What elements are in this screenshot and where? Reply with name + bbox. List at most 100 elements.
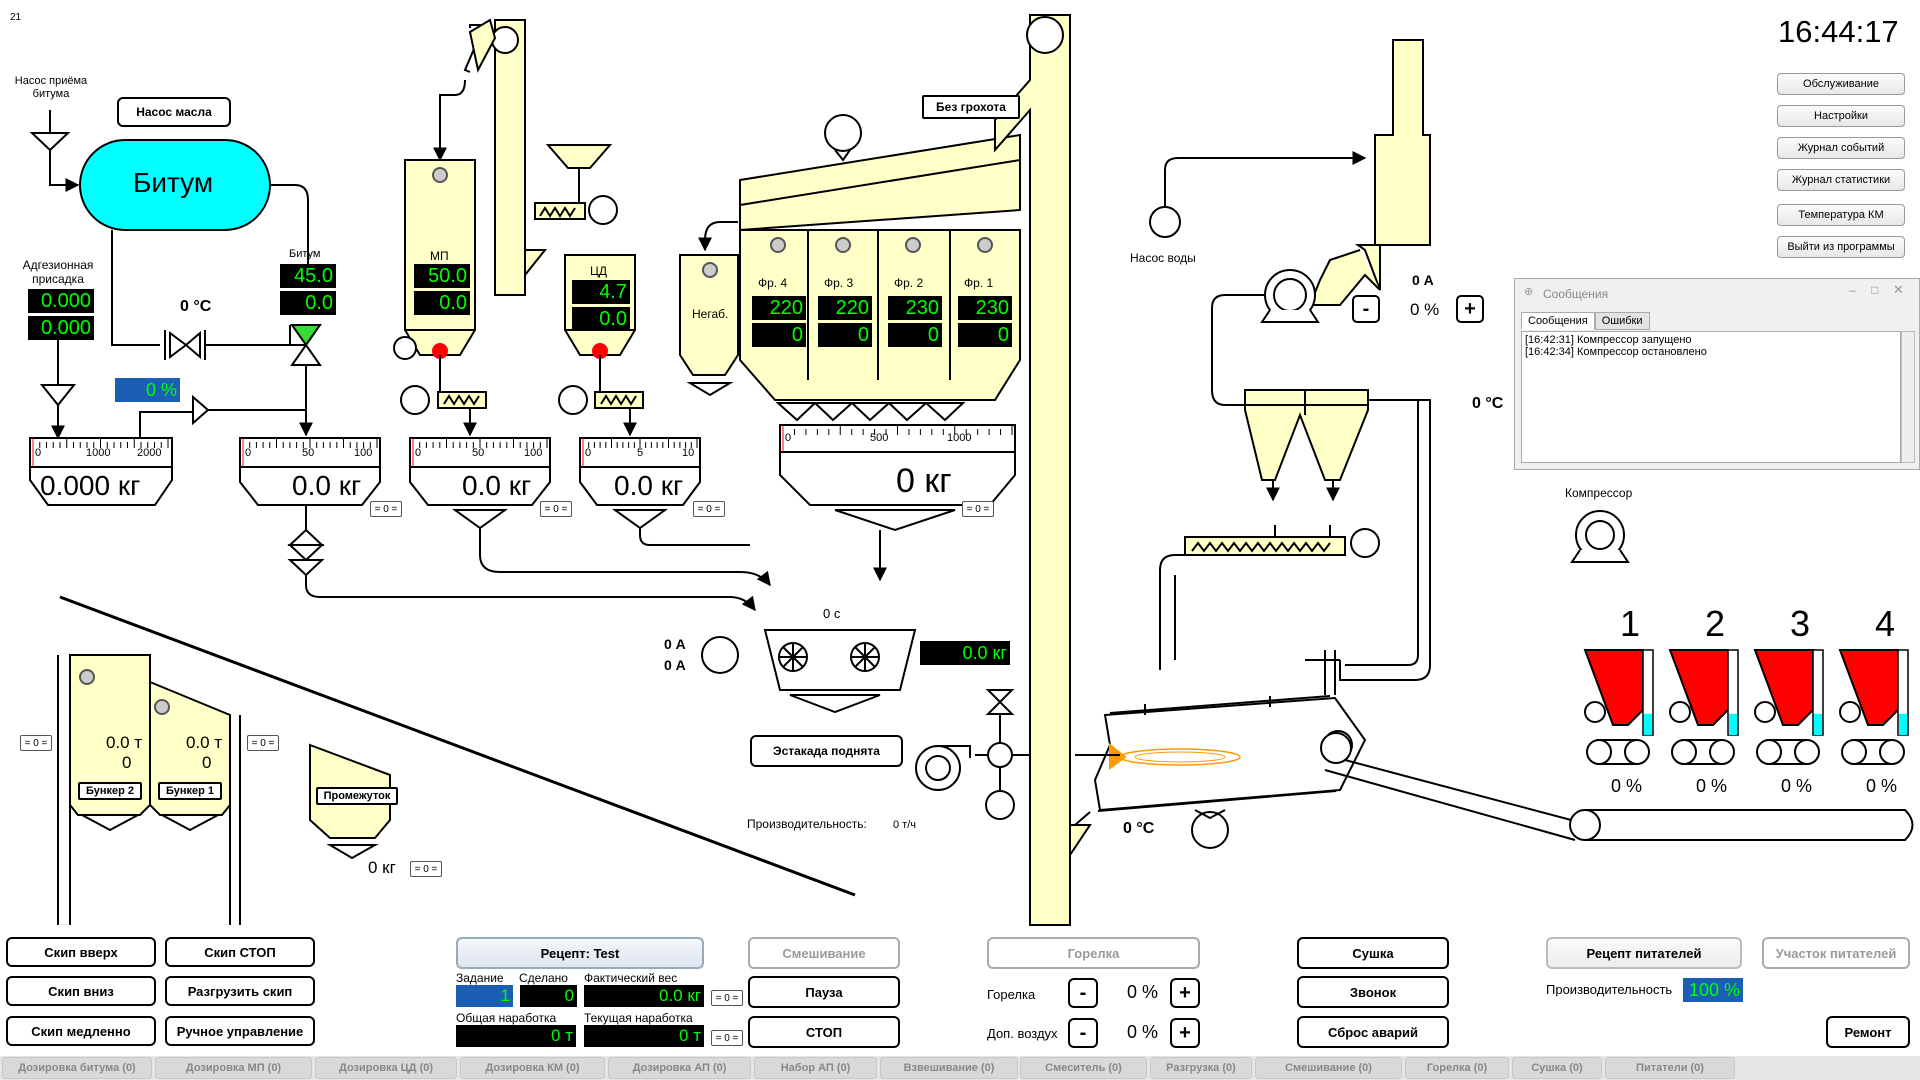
service-button[interactable]: Обслуживание: [1777, 73, 1905, 95]
cd-eq[interactable]: = 0 =: [693, 501, 725, 517]
status-tab[interactable]: Дозировка МП (0): [155, 1057, 312, 1079]
fraction-act: 0: [888, 323, 942, 347]
status-tab[interactable]: Горелка (0): [1405, 1057, 1509, 1079]
status-tab[interactable]: Взвешивание (0): [880, 1057, 1018, 1079]
cd-set[interactable]: 4.7: [572, 280, 630, 304]
burner-decrease-button[interactable]: -: [1068, 978, 1098, 1008]
mixer-weight: 0.0 кг: [920, 641, 1010, 665]
recipe-eq-2[interactable]: = 0 =: [711, 1030, 743, 1046]
km-weight: 0 кг: [896, 462, 952, 500]
feeder-productivity-label: Производительность: [1546, 982, 1673, 997]
maximize-icon[interactable]: □: [1871, 283, 1879, 297]
additive-set[interactable]: 0.000: [28, 289, 94, 313]
mixing-button[interactable]: Смешивание: [748, 937, 900, 969]
settings-button[interactable]: Настройки: [1777, 105, 1905, 127]
skip-down-button[interactable]: Скип вниз: [6, 976, 156, 1006]
intermediate-button[interactable]: Промежуток: [316, 787, 398, 805]
bunker-2-button[interactable]: Бункер 2: [78, 782, 142, 800]
status-tab[interactable]: Дозировка КМ (0): [460, 1057, 605, 1079]
exit-program-button[interactable]: Выйти из программы: [1777, 236, 1905, 258]
fraction-set[interactable]: 220: [818, 296, 872, 320]
mp-set[interactable]: 50.0: [414, 264, 470, 288]
feeder-roller: [1709, 739, 1735, 765]
window-title: Сообщения: [1543, 287, 1609, 301]
minimize-icon[interactable]: –: [1849, 283, 1856, 297]
done-label: Сделано: [519, 971, 568, 985]
scrollbar[interactable]: [1901, 331, 1915, 463]
status-tab[interactable]: Смешивание (0): [1255, 1057, 1402, 1079]
skip-slow-button[interactable]: Скип медленно: [6, 1016, 156, 1046]
close-icon[interactable]: ✕: [1893, 282, 1904, 297]
reset-alarms-button[interactable]: Сброс аварий: [1297, 1016, 1449, 1048]
status-tab[interactable]: Дозировка АП (0): [608, 1057, 751, 1079]
burner-button[interactable]: Горелка: [987, 937, 1200, 969]
additive-weight: 0.000 кг: [40, 470, 141, 501]
air-increase-button[interactable]: +: [1170, 1018, 1200, 1048]
event-log-button[interactable]: Журнал событий: [1777, 137, 1905, 159]
bitumen-set[interactable]: 45.0: [280, 264, 336, 288]
status-tab[interactable]: Сушка (0): [1512, 1057, 1602, 1079]
skip-up-button[interactable]: Скип вверх: [6, 937, 156, 967]
status-tab[interactable]: Набор АП (0): [754, 1057, 877, 1079]
repair-button[interactable]: Ремонт: [1826, 1016, 1910, 1048]
bitumen-temp: 0 °C: [180, 298, 212, 315]
km-eq[interactable]: = 0 =: [962, 501, 994, 517]
intermediate-eq[interactable]: = 0 =: [410, 861, 442, 877]
no-screen-button[interactable]: Без грохота: [922, 95, 1020, 119]
trestle-raised-button[interactable]: Эстакада поднята: [750, 735, 903, 767]
bell-button[interactable]: Звонок: [1297, 976, 1449, 1008]
recipe-eq-1[interactable]: = 0 =: [711, 990, 743, 1006]
oil-pump-button[interactable]: Насос масла: [117, 97, 231, 127]
exhaust-increase-button[interactable]: +: [1456, 295, 1484, 323]
feeder-motor: [1584, 701, 1606, 723]
actual-weight-value: 0.0 кг: [584, 985, 704, 1007]
pause-button[interactable]: Пауза: [748, 976, 900, 1008]
fraction-set[interactable]: 220: [752, 296, 806, 320]
message-line: [16:42:34] Компрессор остановлено: [1525, 346, 1707, 358]
fraction-act: 0: [818, 323, 872, 347]
feeder-level-fill: [1899, 713, 1907, 735]
tab-errors[interactable]: Ошибки: [1594, 312, 1650, 330]
recipe-button[interactable]: Рецепт: Test: [456, 937, 704, 969]
fraction-set[interactable]: 230: [958, 296, 1012, 320]
feeder-level-fill: [1729, 713, 1737, 735]
stats-log-button[interactable]: Журнал статистики: [1777, 169, 1905, 191]
status-tab[interactable]: Смеситель (0): [1020, 1057, 1147, 1079]
filter-temp: 0 °C: [1472, 395, 1504, 412]
burner-increase-button[interactable]: +: [1170, 978, 1200, 1008]
bitumen-pump-label: Насос приёма битума: [14, 75, 88, 100]
status-tab[interactable]: Питатели (0): [1605, 1057, 1735, 1079]
task-value[interactable]: 1: [456, 985, 513, 1007]
stop-button[interactable]: СТОП: [748, 1016, 900, 1048]
mp-act: 0.0: [414, 291, 470, 315]
tab-messages[interactable]: Сообщения: [1521, 312, 1595, 330]
feeder-productivity-value[interactable]: 100 %: [1683, 978, 1743, 1002]
feeder-percent: 0 %: [1866, 776, 1898, 796]
manual-control-button[interactable]: Ручное управление: [165, 1016, 315, 1046]
mp-eq[interactable]: = 0 =: [540, 501, 572, 517]
feeder-section-button[interactable]: Участок питателей: [1762, 937, 1910, 969]
feeder-roller: [1671, 739, 1697, 765]
air-value: 0 %: [1127, 1022, 1159, 1042]
feeder-recipe-button[interactable]: Рецепт питателей: [1546, 937, 1742, 969]
skip-left-eq[interactable]: = 0 =: [20, 735, 52, 751]
status-tab[interactable]: Разгрузка (0): [1150, 1057, 1252, 1079]
bitumen-eq[interactable]: = 0 =: [370, 501, 402, 517]
additive-percent[interactable]: 0 %: [115, 378, 180, 402]
drying-button[interactable]: Сушка: [1297, 937, 1449, 969]
skip-stop-button[interactable]: Скип СТОП: [165, 937, 315, 967]
bunker-1-button[interactable]: Бункер 1: [158, 782, 222, 800]
bitumen-act: 0.0: [280, 291, 336, 315]
tick-label: 5: [637, 447, 644, 459]
km-temperature-button[interactable]: Температура КМ: [1777, 204, 1905, 226]
status-tab[interactable]: Дозировка ЦД (0): [315, 1057, 457, 1079]
fraction-label: Фр. 4: [758, 276, 788, 290]
exhaust-decrease-button[interactable]: -: [1352, 295, 1380, 323]
skip-right-eq[interactable]: = 0 =: [247, 735, 279, 751]
air-decrease-button[interactable]: -: [1068, 1018, 1098, 1048]
status-tab[interactable]: Дозировка битума (0): [2, 1057, 152, 1079]
fraction-set[interactable]: 230: [888, 296, 942, 320]
unload-skip-button[interactable]: Разгрузить скип: [165, 976, 315, 1006]
